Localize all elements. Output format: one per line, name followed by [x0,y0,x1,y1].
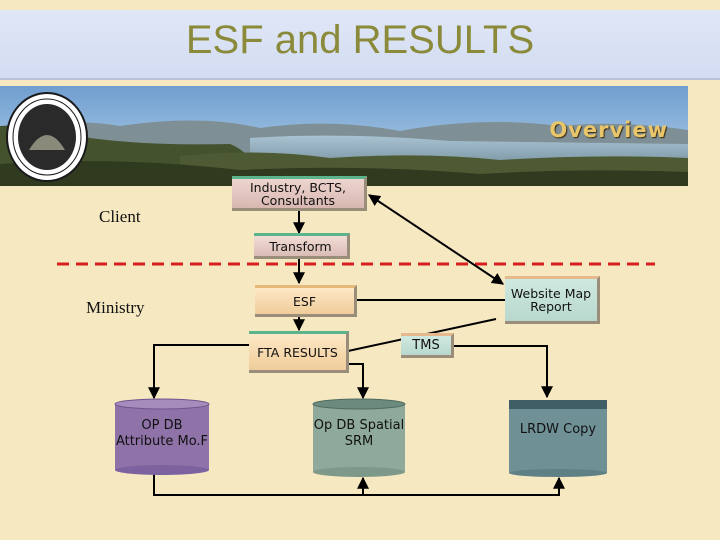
tms-to-lrdw-arrow [430,345,553,399]
slide-title: ESF and RESULTS [185,18,535,62]
lrdw-cylinder: LRDW Copy [508,398,608,478]
op-db-spatial-label: Op DB Spatial SRM [313,418,405,449]
transform-box: Transform [254,233,350,259]
overview-label: Overview [549,118,668,142]
industry-website-arrow [368,194,504,285]
op-db-attribute-cylinder: OP DB Attribute Mo.F [114,398,210,476]
industry-box: Industry, BCTS, Consultants [232,176,367,211]
website-box: Website Map Report [505,276,600,324]
esf-box: ESF [255,285,357,317]
seal-logo [4,90,90,184]
client-zone-label: Client [99,207,141,226]
tms-box: TMS [401,333,454,358]
op-db-spatial-cylinder: Op DB Spatial SRM [312,398,406,478]
fta-results-box: FTA RESULTS [249,331,349,373]
title-bar [0,10,720,80]
op-db-attribute-label: OP DB Attribute Mo.F [115,418,209,449]
ministry-zone-label: Ministry [86,298,145,317]
bottom-db-link [153,472,565,496]
fta-to-attribute-arrow [148,344,256,400]
lrdw-label: LRDW Copy [519,422,597,437]
